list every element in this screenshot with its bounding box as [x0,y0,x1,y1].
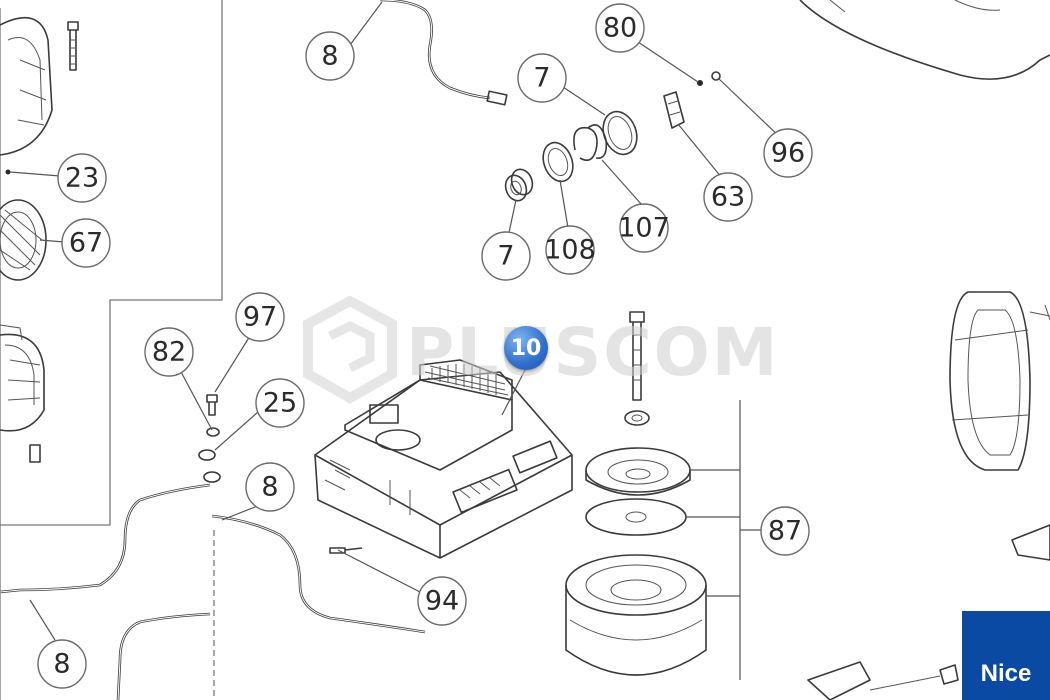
part-label-8-center: 8 [245,462,295,512]
svg-text:82: 82 [152,337,186,368]
svg-text:23: 23 [65,163,99,194]
part-label-82: 82 [144,327,194,377]
right-parts [807,291,1050,700]
svg-text:63: 63 [711,182,745,213]
svg-text:25: 25 [263,388,297,419]
brand-name: Nice [980,660,1032,687]
control-box-part [314,359,573,559]
rings-group [504,110,638,202]
center-wire-part [116,514,426,700]
part-label-67: 67 [61,218,111,268]
svg-text:94: 94 [425,586,459,617]
motor-group-frame [0,0,223,526]
part-label-63: 63 [703,172,753,222]
part-label-7-bottom: 7 [481,231,531,281]
part-label-107: 107 [618,203,670,253]
brand-logo: Nice [962,611,1050,700]
svg-text:108: 108 [544,235,596,266]
motor-housing-part [0,16,79,156]
svg-text:8: 8 [53,649,70,680]
part-label-23: 23 [57,153,107,203]
svg-text:8: 8 [321,41,338,72]
part-label-8-top: 8 [305,31,355,81]
left-wire-part [0,483,211,594]
fan-part [0,169,47,281]
screws-left [198,394,221,483]
svg-text:107: 107 [618,213,670,244]
pulley-stack-part [565,311,707,676]
svg-text:97: 97 [243,302,277,333]
svg-text:87: 87 [768,516,802,547]
svg-text:7: 7 [497,241,514,272]
svg-text:7: 7 [533,63,550,94]
bracket-part [663,71,721,129]
leader-lines [9,1,784,641]
part-label-7-top: 7 [517,53,567,103]
svg-text:8: 8 [261,472,278,503]
part-label-108: 108 [544,225,596,275]
svg-text:80: 80 [603,13,637,44]
part-label-96: 96 [763,128,813,178]
part-label-8-bottom: 8 [37,639,87,689]
svg-text:96: 96 [771,138,805,169]
cover-part [799,0,1050,80]
part-label-97: 97 [235,292,285,342]
svg-text:67: 67 [69,228,103,259]
part-label-87: 87 [760,506,810,556]
motor-lower-part [0,324,45,463]
part-label-25: 25 [255,378,305,428]
part-label-94: 94 [417,576,467,626]
highlight-part-badge[interactable]: 10 [504,326,548,370]
part-label-80: 80 [595,3,645,53]
top-wire-part [379,0,508,106]
